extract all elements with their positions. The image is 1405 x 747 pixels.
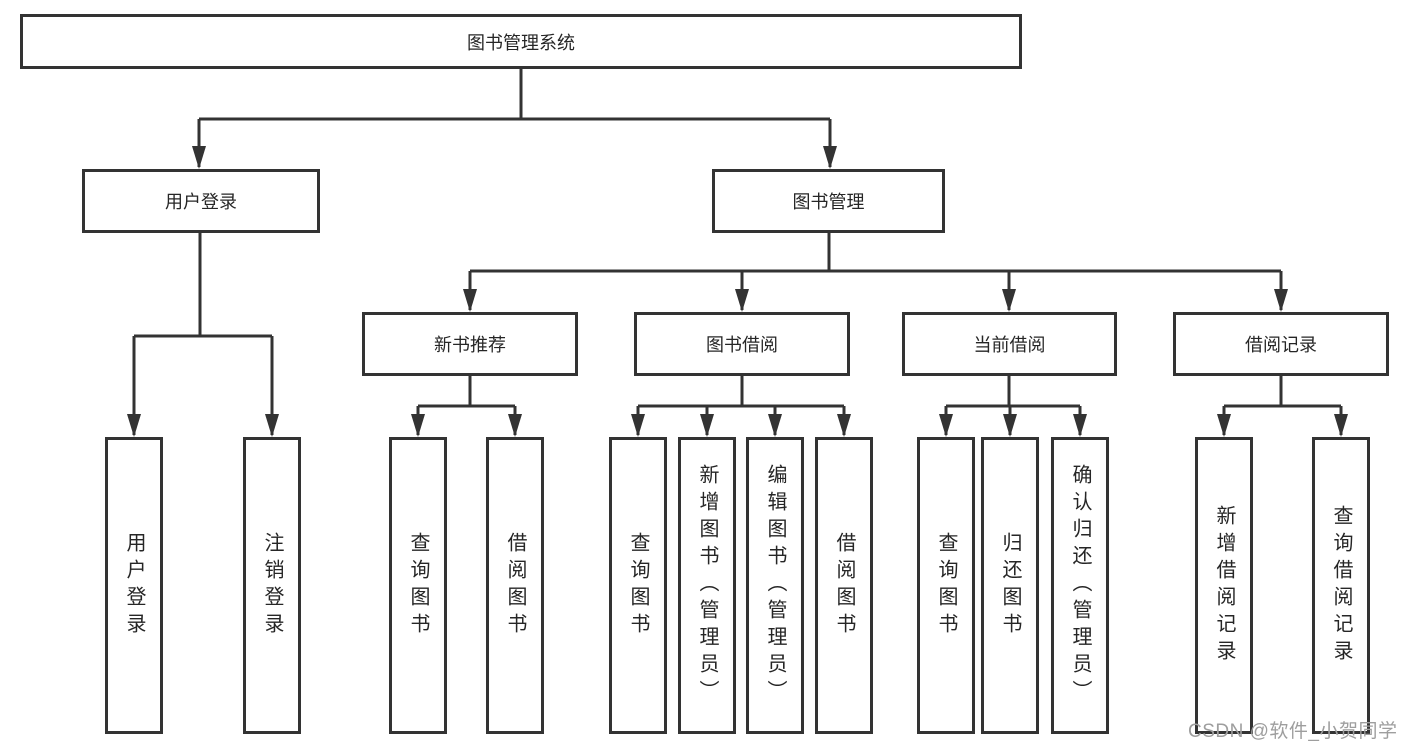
node-label: 注销登录	[261, 531, 283, 640]
arrow-down-icon	[1274, 289, 1288, 312]
node-label: 借阅图书	[833, 531, 855, 640]
arrow-down-icon	[939, 414, 953, 437]
leaf-confirm-return-admin: 确认归还（管理员）	[1051, 437, 1109, 734]
arrow-down-icon	[265, 414, 279, 437]
arrow-down-icon	[508, 414, 522, 437]
node-label: 图书管理	[792, 192, 865, 212]
node-label: 借阅记录	[1245, 335, 1317, 355]
leaf-query-borrow-record: 查询借阅记录	[1312, 437, 1370, 734]
node-label: 图书借阅	[706, 335, 778, 355]
leaf-add-borrow-record: 新增借阅记录	[1195, 437, 1253, 734]
arrow-down-icon	[463, 289, 477, 312]
arrow-down-icon	[631, 414, 645, 437]
leaf-borrow-query-books: 查询图书	[609, 437, 667, 734]
connector-book-borrow-to-leaves	[636, 376, 846, 435]
node-book-borrow: 图书借阅	[634, 312, 850, 376]
arrow-down-icon	[823, 146, 837, 169]
arrow-down-icon	[192, 146, 206, 169]
arrow-down-icon	[768, 414, 782, 437]
connector-root-to-level2	[197, 69, 832, 167]
node-label: 借阅图书	[504, 531, 526, 640]
connector-borrow-records-to-leaves	[1222, 376, 1343, 435]
node-library-management-system: 图书管理系统	[20, 14, 1022, 69]
node-label: 查询借阅记录	[1330, 504, 1352, 667]
arrow-down-icon	[1217, 414, 1231, 437]
node-current-borrow: 当前借阅	[902, 312, 1117, 376]
node-label: 查询图书	[627, 531, 649, 640]
node-label: 新增图书（管理员）	[696, 464, 718, 707]
leaf-current-query-books: 查询图书	[917, 437, 975, 734]
node-borrow-records: 借阅记录	[1173, 312, 1389, 376]
leaf-add-books-admin: 新增图书（管理员）	[678, 437, 736, 734]
leaf-borrow-books: 借阅图书	[815, 437, 873, 734]
node-label: 图书管理系统	[467, 32, 575, 53]
leaf-edit-books-admin: 编辑图书（管理员）	[746, 437, 804, 734]
node-label: 确认归还（管理员）	[1069, 464, 1091, 707]
leaf-recommend-borrow-books: 借阅图书	[486, 437, 544, 734]
arrow-down-icon	[127, 414, 141, 437]
arrow-down-icon	[1334, 414, 1348, 437]
node-label: 用户登录	[123, 531, 145, 640]
arrow-down-icon	[1003, 414, 1017, 437]
node-label: 查询图书	[407, 531, 429, 640]
node-label: 用户登录	[165, 192, 237, 212]
node-book-management: 图书管理	[712, 169, 945, 233]
leaf-user-login: 用户登录	[105, 437, 163, 734]
arrow-down-icon	[837, 414, 851, 437]
node-label: 当前借阅	[973, 335, 1046, 355]
connector-book-mgmt-to-level3	[468, 233, 1283, 310]
connector-new-book-to-leaves	[416, 376, 517, 435]
node-label: 归还图书	[999, 531, 1021, 640]
node-label: 新书推荐	[434, 335, 506, 355]
node-user-login: 用户登录	[82, 169, 320, 233]
node-label: 编辑图书（管理员）	[764, 464, 786, 707]
arrow-down-icon	[411, 414, 425, 437]
arrow-down-icon	[700, 414, 714, 437]
arrow-down-icon	[1002, 289, 1016, 312]
csdn-watermark: CSDN @软件_小贺同学	[1188, 721, 1398, 742]
arrow-down-icon	[1073, 414, 1087, 437]
leaf-logout: 注销登录	[243, 437, 301, 734]
leaf-recommend-query-books: 查询图书	[389, 437, 447, 734]
node-label: 新增借阅记录	[1213, 504, 1235, 667]
connector-user-login-to-leaves	[132, 233, 274, 435]
leaf-return-books: 归还图书	[981, 437, 1039, 734]
node-label: 查询图书	[935, 531, 957, 640]
arrow-down-icon	[735, 289, 749, 312]
node-new-book-recommend: 新书推荐	[362, 312, 578, 376]
